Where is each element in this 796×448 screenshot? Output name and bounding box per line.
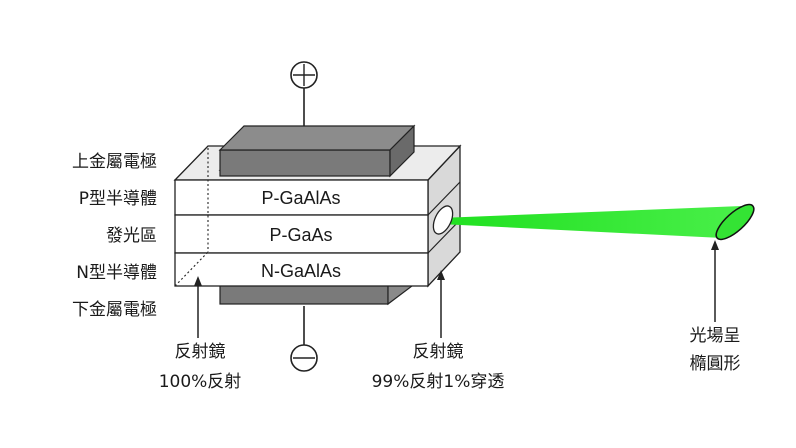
active-layer-label: P-GaAs <box>269 225 332 245</box>
n-layer-face <box>174 252 429 287</box>
top-electrode-label: 上金屬電極 <box>72 152 157 172</box>
beam-shape-arrow <box>711 240 719 322</box>
n-semiconductor-label: N型半導體 <box>76 263 157 283</box>
p-semiconductor-label: P型半導體 <box>79 189 157 209</box>
front-mirror-label: 反射鏡 <box>413 342 464 362</box>
emission-aperture <box>432 205 454 235</box>
hidden-edge-diagonal <box>174 251 209 287</box>
beam-shape-label-2: 橢圓形 <box>690 354 741 374</box>
back-mirror-reflect-label: 100%反射 <box>159 372 242 392</box>
side-boundary-upper <box>427 181 461 216</box>
beam-ellipse <box>715 203 755 241</box>
front-mirror-arrow <box>437 270 445 338</box>
beam-cone <box>440 206 742 238</box>
active-region-label: 發光區 <box>106 226 157 246</box>
negative-terminal <box>290 306 318 372</box>
back-mirror-label: 反射鏡 <box>175 342 226 362</box>
p-layer-label: P-GaAlAs <box>261 188 340 208</box>
n-layer-label: N-GaAlAs <box>261 261 341 281</box>
beam-shape-label-1: 光場呈 <box>690 326 741 346</box>
front-mirror-reflect-label: 99%反射1%穿透 <box>372 372 505 392</box>
top-electrode <box>218 124 416 178</box>
bottom-electrode-label: 下金屬電極 <box>72 300 157 320</box>
laser-beam <box>440 203 755 241</box>
side-boundary-lower <box>427 219 461 254</box>
active-layer-face <box>174 214 429 254</box>
back-mirror-arrow <box>194 276 202 338</box>
